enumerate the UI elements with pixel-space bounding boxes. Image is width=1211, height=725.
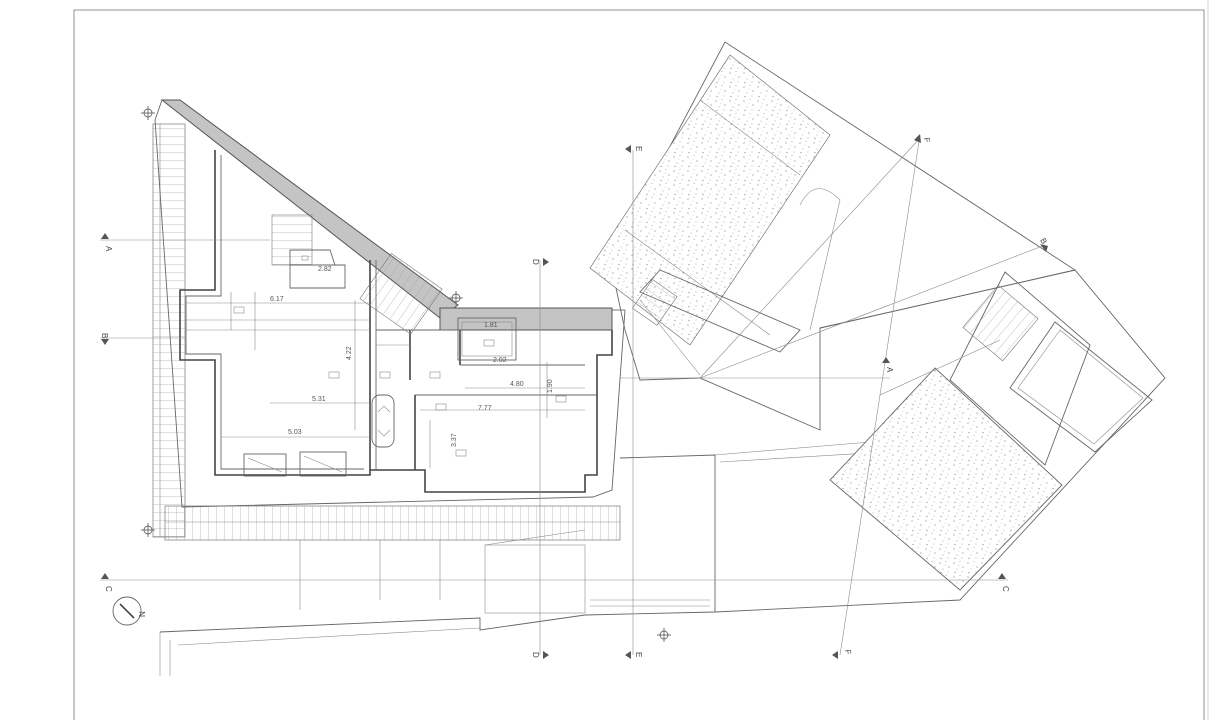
gravel-bed-north <box>589 54 831 346</box>
dim-label: 2.02 <box>493 357 507 364</box>
crosshair-icon <box>657 628 671 642</box>
fixture-2 <box>299 451 347 477</box>
section-label-d-south: D <box>531 652 540 658</box>
interior-stair <box>271 214 443 335</box>
dim-label: 5.03 <box>288 429 302 436</box>
section-arrow-d-south <box>543 651 549 659</box>
perimeter-inner <box>185 155 364 470</box>
section-label-b-east: B <box>1038 237 1048 246</box>
section-label-a-east: A <box>885 367 894 373</box>
perimeter-wall <box>179 150 613 493</box>
section-label-f-south: F <box>843 649 853 655</box>
room-tags <box>233 306 567 457</box>
south-stair-band <box>164 505 621 541</box>
crosshair-icon <box>449 291 463 305</box>
dimension-lines <box>186 292 585 468</box>
east-block <box>829 271 1153 591</box>
section-label-e-south: E <box>634 652 643 657</box>
section-label-c-west: C <box>104 586 113 592</box>
east-stair <box>962 284 1039 362</box>
section-arrow-a <box>101 233 109 239</box>
bathtub <box>371 394 395 448</box>
section-arrow-f-south <box>832 651 838 659</box>
section-markers: A B C C D D E E F F A B <box>100 134 1049 659</box>
section-label-d-north: D <box>531 259 540 265</box>
pool-outline <box>1009 321 1153 453</box>
dim-label: 1.81 <box>484 322 498 329</box>
dim-label: 6.17 <box>270 296 284 303</box>
section-label-c-east: C <box>1001 586 1010 592</box>
section-label-b: B <box>100 333 109 338</box>
north-wall-segment <box>439 307 613 331</box>
level-markers <box>141 106 671 642</box>
north-east-wing <box>589 41 1077 431</box>
gravel-bed-south <box>829 367 1063 591</box>
section-arrow-e-north <box>625 145 631 153</box>
dim-label: 7.77 <box>478 405 492 412</box>
crosshair-icon <box>141 106 155 120</box>
crosshair-icon <box>141 523 155 537</box>
dim-label: 2.82 <box>318 266 332 273</box>
dim-label: 4.22 <box>346 346 353 360</box>
plinth-outline <box>154 99 626 508</box>
dimension-labels: 2.82 1.81 6.17 4.22 5.31 5.03 4.80 7.77 … <box>270 266 554 447</box>
main-building: 2.82 1.81 6.17 4.22 5.31 5.03 4.80 7.77 … <box>154 99 626 508</box>
section-arrow-f-north <box>914 134 921 143</box>
fixture-1 <box>243 453 287 477</box>
section-label-a: A <box>104 246 113 252</box>
dim-label: 4.80 <box>510 381 524 388</box>
dim-label: 3.37 <box>451 433 458 447</box>
section-arrow-b <box>101 339 109 345</box>
section-arrow-e-south <box>625 651 631 659</box>
dim-label: 1.90 <box>547 379 554 393</box>
section-lines <box>100 134 1046 656</box>
section-arrow-c-west <box>101 573 109 579</box>
diagonal-wall <box>160 99 459 319</box>
north-arrow-icon <box>112 596 142 626</box>
section-label-f-north: F <box>922 137 932 143</box>
dim-label: 5.31 <box>312 396 326 403</box>
section-label-e-north: E <box>634 146 643 151</box>
section-arrow-a-east <box>882 357 890 363</box>
section-arrow-b-east <box>1040 244 1048 252</box>
section-arrow-c-east <box>998 573 1006 579</box>
section-arrow-d-north <box>543 258 549 266</box>
north-label: N <box>138 611 147 617</box>
north-arrow: N <box>112 596 147 626</box>
